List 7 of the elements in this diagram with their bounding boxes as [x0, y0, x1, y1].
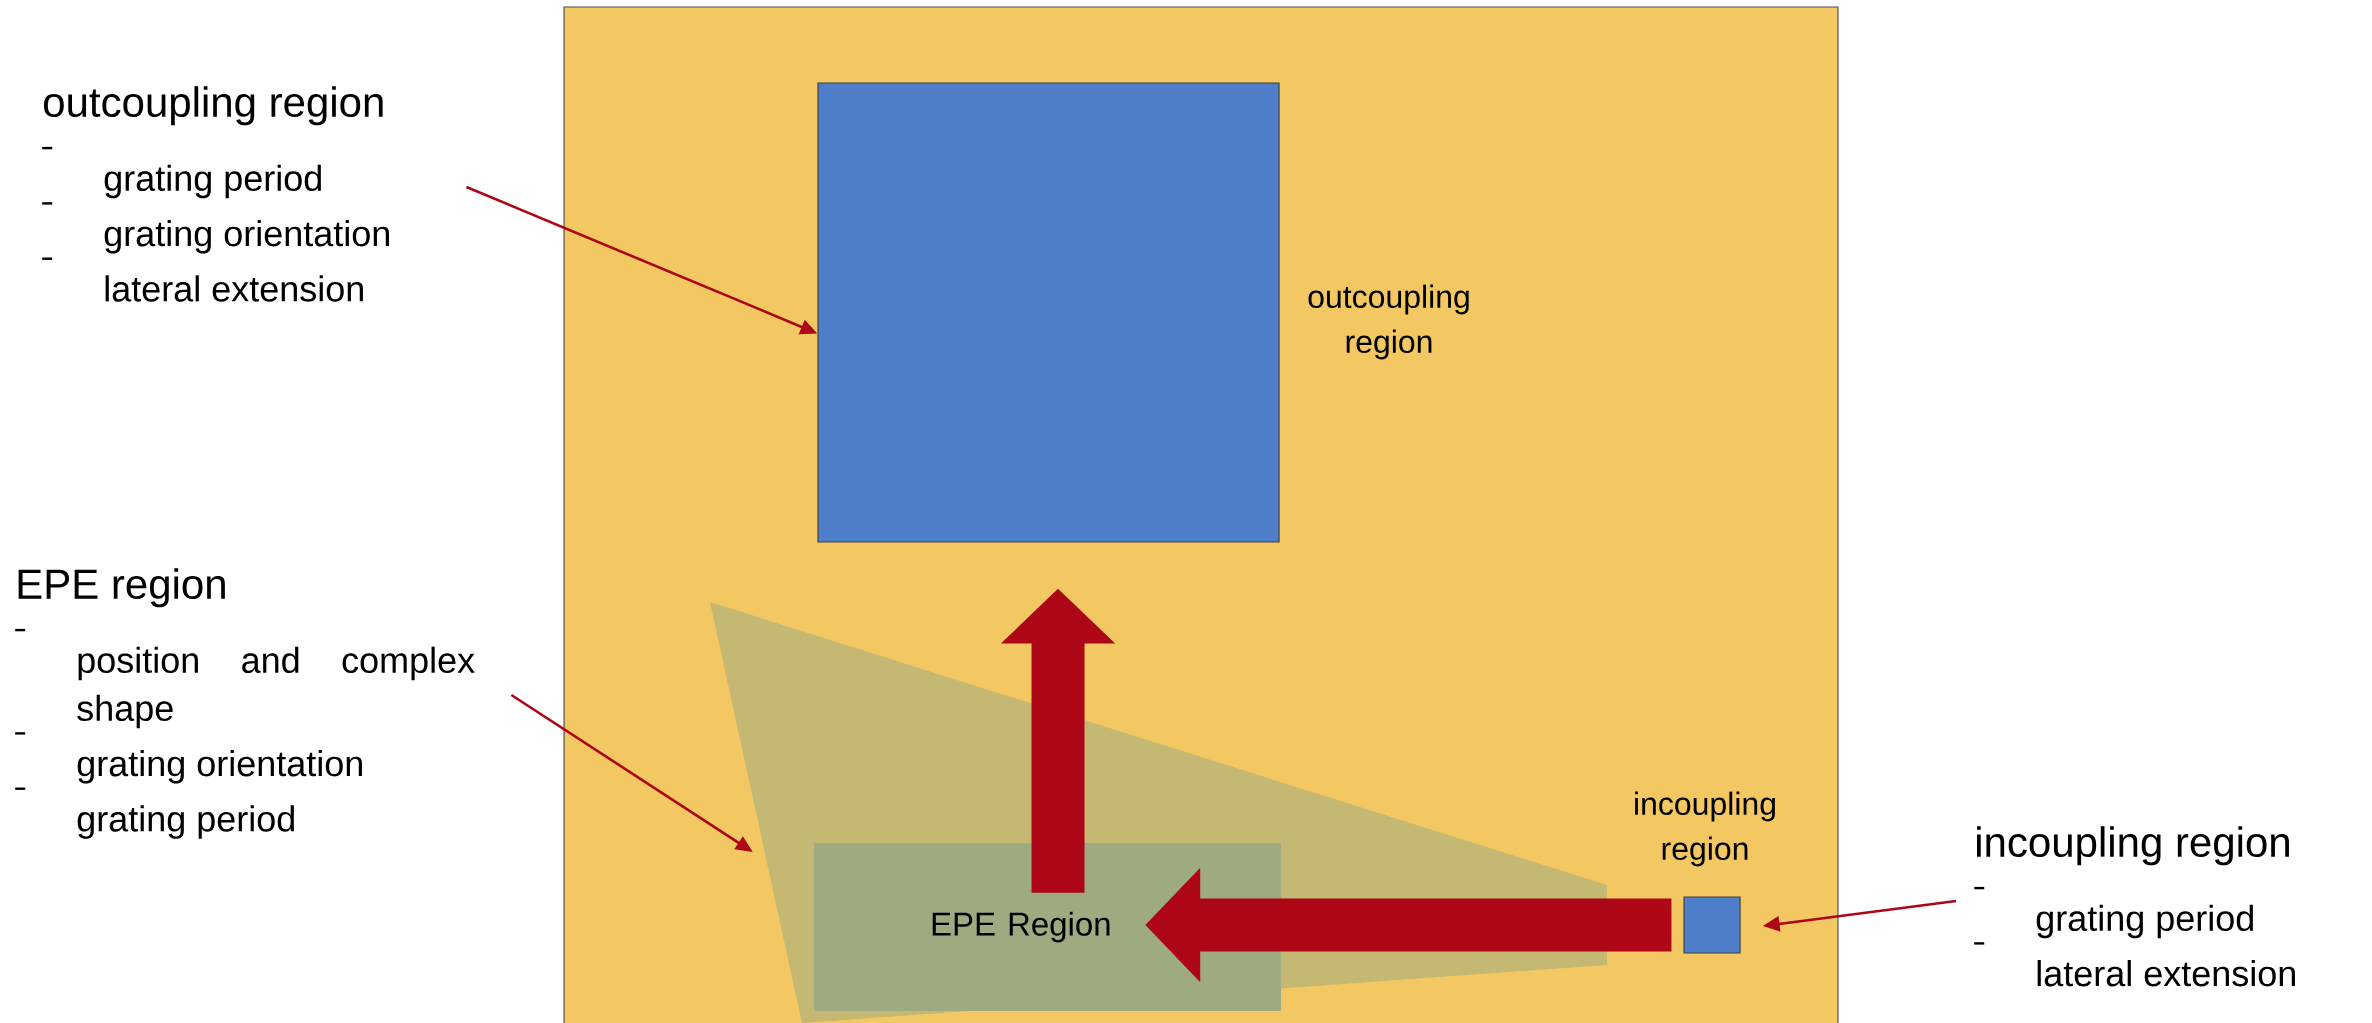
annotation-list: incoupling region grating period lateral extension — [1974, 826, 2295, 987]
region-label: outcoupling region — [1308, 284, 1469, 360]
region-label: incoupling region — [1635, 791, 1775, 867]
annotation-list: outcoupling region grating period grating orientation lateral extension — [42, 86, 389, 302]
grating-square — [1683, 896, 1741, 954]
annotation-list: EPE region position and complex shape grating orientation grating period — [15, 568, 475, 839]
grating-square — [817, 82, 1280, 543]
